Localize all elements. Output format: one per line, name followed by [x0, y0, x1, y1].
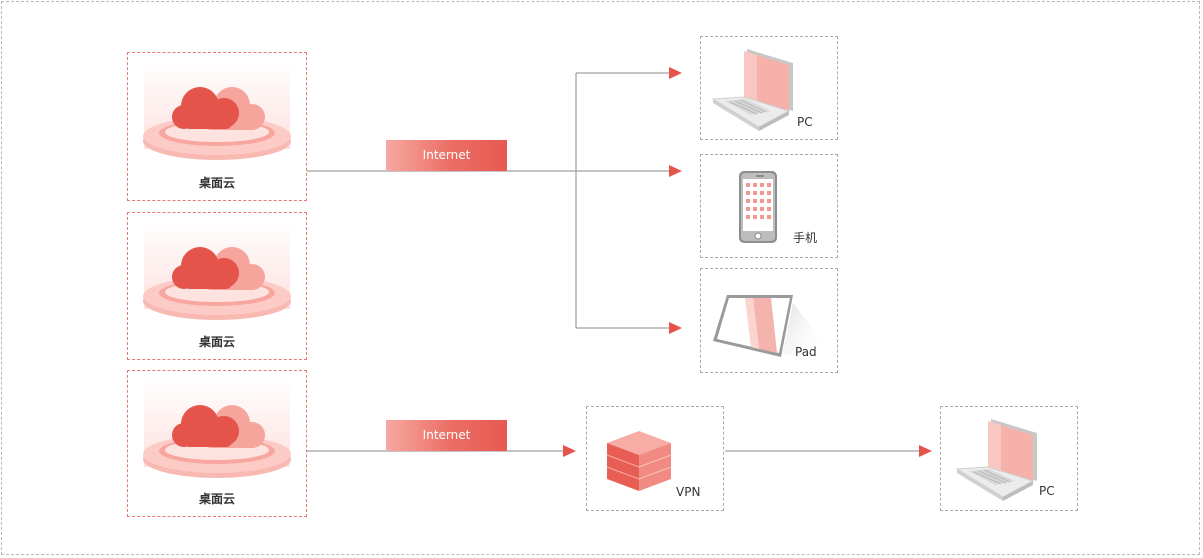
pc-device-node: PC — [700, 36, 838, 140]
internet-label: Internet — [386, 140, 507, 171]
device-label: Pad — [795, 345, 817, 359]
laptop-icon — [955, 419, 1037, 501]
vpn-node: VPN — [586, 406, 724, 511]
phone-icon — [739, 171, 777, 243]
pad-device-node: Pad — [700, 268, 838, 373]
cloud-desktop-node: 桌面云 — [127, 52, 307, 201]
arrow-to-phone — [669, 165, 682, 177]
arrow-to-remote-pc — [919, 445, 932, 457]
cloud-desktop-node: 桌面云 — [127, 212, 307, 360]
vpn-label: VPN — [676, 485, 701, 499]
phone-device-node: 手机 — [700, 154, 838, 258]
arrow-to-vpn — [563, 445, 576, 457]
cloud-desktop-label: 桌面云 — [198, 335, 235, 349]
device-label: PC — [797, 115, 813, 129]
cloud-desktop-node: 桌面云 — [127, 370, 307, 517]
cloud-desktop-label: 桌面云 — [198, 492, 235, 506]
cloud-desktop-icon — [143, 221, 291, 320]
cloud-desktop-icon — [143, 61, 291, 160]
internet-label: Internet — [386, 420, 507, 451]
arrow-to-pc — [669, 67, 682, 79]
tablet-icon — [713, 295, 819, 359]
cloud-desktop-icon — [143, 379, 291, 478]
arrow-to-pad — [669, 322, 682, 334]
device-label: 手机 — [793, 231, 818, 245]
laptop-icon — [711, 49, 793, 131]
remote-pc-device-node: PC — [940, 406, 1078, 511]
device-label: PC — [1039, 484, 1055, 498]
cloud-desktop-label: 桌面云 — [198, 176, 235, 190]
cube-icon — [606, 431, 672, 491]
